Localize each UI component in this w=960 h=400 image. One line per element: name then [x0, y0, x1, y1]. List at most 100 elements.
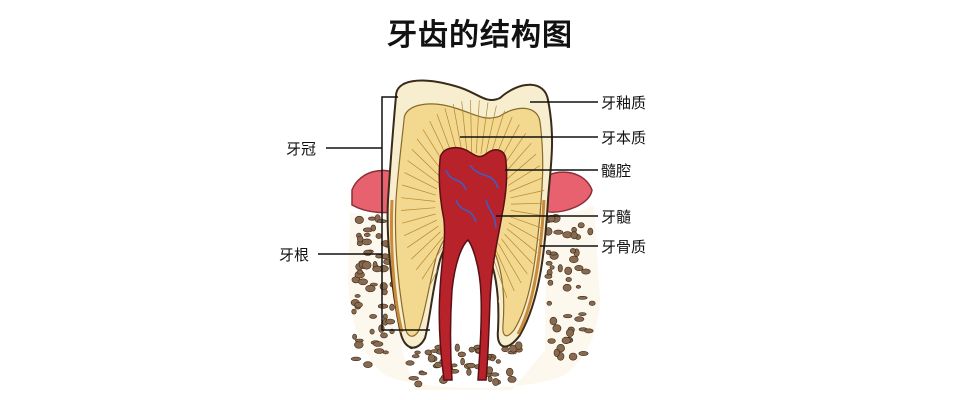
bone-particle: [562, 283, 572, 292]
bone-particle: [363, 361, 373, 368]
bone-particle: [549, 251, 558, 256]
bone-particle: [565, 277, 572, 282]
bone-particle: [569, 248, 576, 254]
bone-particle: [578, 351, 589, 356]
bone-particle: [574, 264, 584, 271]
bone-particle: [549, 316, 558, 326]
bone-particle: [564, 266, 573, 275]
bone-particle: [414, 380, 423, 388]
cementum: [389, 199, 546, 335]
bone-particle: [587, 227, 594, 236]
dentin-tubule: [402, 184, 436, 196]
bone-particle: [411, 354, 420, 359]
label-pulp-cavity: 髓腔: [601, 162, 632, 180]
dentin-tubule: [510, 202, 546, 205]
bone-particle: [375, 233, 382, 239]
bone-particle: [490, 356, 496, 362]
bone-particle: [546, 300, 552, 306]
bone-particle: [374, 348, 385, 354]
bone-particle: [547, 338, 556, 344]
bone-particle: [495, 359, 501, 364]
bone-particle: [553, 348, 560, 358]
dentin-tubule: [402, 213, 436, 224]
bone-particle: [434, 361, 443, 369]
bone-particle: [563, 314, 573, 319]
bone-particle: [565, 328, 574, 337]
bone-particle: [575, 284, 582, 289]
bone-particle: [377, 303, 389, 309]
dentin-tubule: [403, 219, 437, 237]
dentin-tubule: [416, 236, 444, 270]
bone-particle: [577, 222, 585, 229]
bone-particle: [350, 356, 362, 362]
bone-particle: [450, 363, 458, 368]
bone-particle: [549, 265, 555, 270]
bone-particle: [501, 346, 510, 353]
label-crown: 牙冠: [286, 140, 317, 158]
bone-particle: [430, 349, 439, 353]
dentin-tubule: [509, 177, 543, 192]
dentin-tubule: [510, 190, 545, 199]
bone-particle: [557, 264, 563, 273]
bone-particle: [357, 235, 364, 243]
bone-particle: [457, 351, 466, 358]
dentin-tubule: [411, 231, 441, 260]
dentin-tubule: [509, 216, 544, 229]
bone-particle: [460, 357, 465, 366]
bone-particle: [553, 229, 564, 235]
bone-particle: [490, 372, 500, 377]
bone-particle: [369, 328, 375, 335]
bone-particle: [507, 375, 517, 383]
bone-particle: [381, 288, 388, 296]
bone-particle: [577, 295, 588, 300]
bone-particle: [544, 273, 553, 279]
bone-particle: [385, 318, 396, 325]
dentin-tubule: [475, 100, 480, 154]
dentin-tubule: [411, 149, 442, 178]
bone-particle: [506, 367, 514, 377]
dentin-tubule: [494, 247, 515, 292]
bone-particle: [552, 324, 562, 333]
dentin-tubule: [501, 238, 528, 275]
bone-particle: [370, 224, 376, 232]
bone-particle: [354, 338, 364, 343]
bone-particle: [358, 278, 368, 286]
bone-particle: [356, 269, 364, 275]
bone-particle: [354, 215, 364, 224]
bone-particle: [380, 332, 388, 339]
bone-particle: [369, 314, 377, 319]
dentin-tubule: [470, 100, 473, 154]
bone-particle: [354, 301, 363, 308]
bone-particle: [372, 341, 384, 347]
dentin-tubule: [460, 256, 467, 309]
bone-particle: [405, 360, 415, 366]
bone-particle: [581, 268, 591, 275]
bone-particle: [361, 238, 372, 246]
blood-vessels: [445, 164, 499, 229]
bone-particle: [372, 265, 383, 273]
dentin-tubule: [510, 210, 545, 217]
diagram-title: 牙齿的结构图: [387, 18, 573, 53]
bone-particle: [570, 231, 578, 240]
bone-particle: [351, 308, 357, 315]
dentin-tubule: [480, 102, 489, 155]
dentin-tubule: [401, 207, 436, 211]
label-dentin: 牙本质: [601, 129, 647, 147]
bone-particle: [365, 284, 376, 293]
dentin-tubule: [407, 225, 439, 248]
bone-particle: [547, 279, 554, 286]
bone-particle: [561, 336, 571, 345]
label-root: 牙根: [279, 246, 310, 264]
leader-lines: [318, 96, 598, 331]
label-cementum: 牙骨质: [601, 238, 647, 256]
dentin-tubule: [452, 104, 463, 156]
bone-particle: [569, 255, 579, 264]
dentin-tubule: [498, 243, 522, 284]
bone-particle: [588, 300, 596, 306]
bone-particle: [361, 260, 372, 270]
bone-particle: [466, 362, 476, 369]
bone-particle: [408, 376, 419, 381]
bone-particle: [568, 352, 578, 361]
dentin-tubule: [485, 105, 497, 156]
